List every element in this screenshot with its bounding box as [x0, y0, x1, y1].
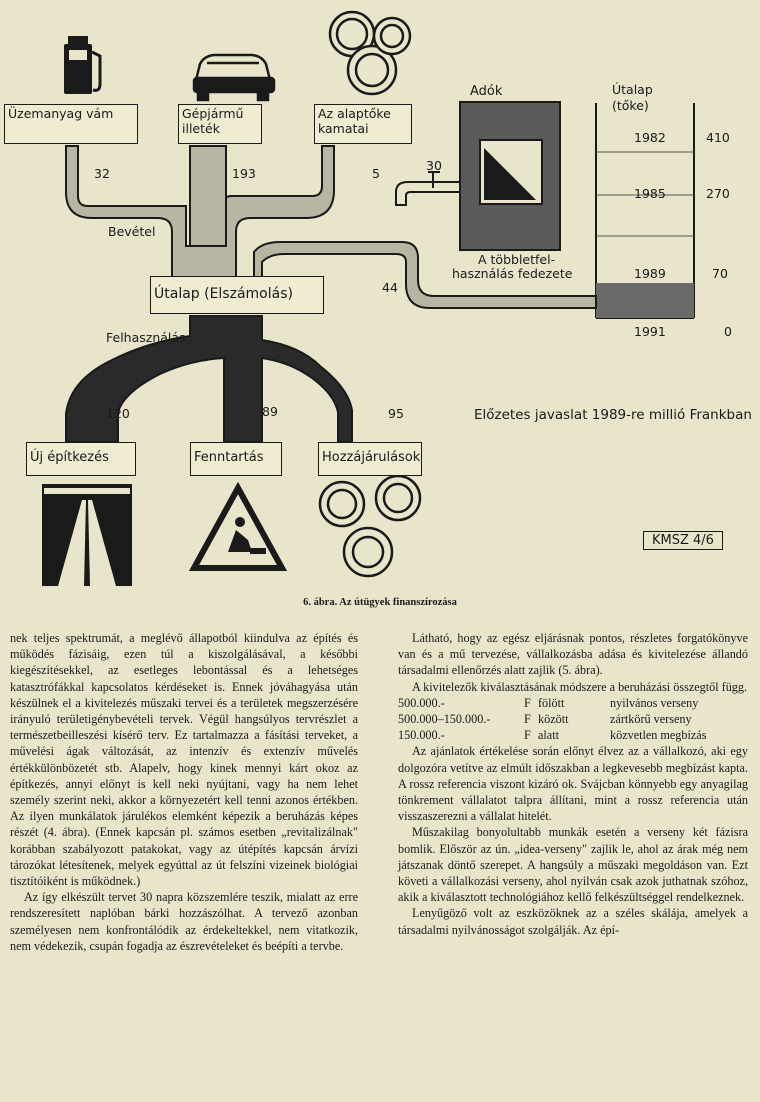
figure-caption: 6. ábra. Az útügyek finanszírozása — [303, 597, 457, 608]
revenue-pipes — [65, 145, 597, 309]
maintenance-label: Fenntartás — [194, 450, 264, 465]
tap-pipe — [395, 171, 461, 206]
tender-method: zártkörű verseny — [610, 712, 692, 727]
vehicle-tax-label: Gépjármű illeték — [182, 106, 244, 136]
fund-year-1985: 1985 — [634, 186, 666, 201]
new-construction-box: Új építkezés — [26, 442, 136, 476]
contributions-box: Hozzájárulások — [318, 442, 422, 476]
tender-amount: 500.000–150.000.- — [398, 712, 491, 727]
right-paragraph-5: Lenyűgöző volt az eszközöknek az a széle… — [398, 906, 748, 937]
taxes-box — [459, 101, 561, 251]
taxes-label: Adók — [470, 84, 503, 99]
diagram-graphics — [42, 10, 695, 586]
proposal-label: Előzetes javaslat 1989-re millió Frankba… — [474, 407, 752, 423]
maintenance-value: 89 — [262, 404, 278, 419]
left-column: nek teljes spektrumát, a meglévő állapot… — [10, 630, 358, 954]
vehicle-tax-box: Gépjármű illeték — [178, 104, 262, 144]
fund-value-1985: 270 — [706, 186, 730, 201]
right-paragraph-3: Az ajánlatok értékelése során előnyt élv… — [398, 744, 748, 824]
fund-year-1989: 1989 — [634, 266, 666, 281]
left-paragraph-1: nek teljes spektrumát, a meglévő állapot… — [10, 631, 358, 889]
motorway-sign-icon — [42, 484, 132, 586]
tender-unit: F — [524, 695, 531, 710]
tender-unit: F — [524, 728, 531, 743]
tender-table: 500.000.- F fölött nyilvános verseny 500… — [398, 695, 748, 744]
tender-row: 500.000–150.000.- F között zártkörű vers… — [398, 711, 748, 727]
usage-label: Felhasználás — [106, 330, 186, 345]
fund-value-1989: 70 — [712, 266, 728, 281]
car-icon — [192, 53, 276, 102]
revenue-label: Bevétel — [108, 224, 156, 239]
tender-unit: F — [524, 712, 531, 727]
surplus-label-2: használás fedezete — [452, 266, 573, 281]
fund-container — [595, 103, 695, 319]
coins-icon — [328, 10, 412, 96]
tender-relation: fölött — [538, 695, 565, 710]
road-fund-label: Útalap (Elszámolás) — [154, 286, 293, 302]
fuel-duty-label: Üzemanyag vám — [8, 106, 114, 121]
capital-interest-box: Az alaptőke kamatai — [314, 104, 412, 144]
tender-amount: 150.000.- — [398, 728, 445, 743]
fund-year-1991: 1991 — [634, 324, 666, 339]
coins-bottom-icon — [318, 474, 422, 578]
roadworks-sign-icon — [188, 481, 288, 571]
transfer-value: 44 — [382, 280, 398, 295]
road-finance-diagram: Üzemanyag vám Gépjármű illeték Az alaptő… — [4, 10, 752, 586]
fuel-pump-icon — [64, 36, 102, 94]
road-fund-box: Útalap (Elszámolás) — [150, 276, 324, 314]
tender-row: 500.000.- F fölött nyilvános verseny — [398, 695, 748, 711]
contributions-label: Hozzájárulások — [322, 450, 421, 465]
tender-amount: 500.000.- — [398, 695, 445, 710]
fund-year-1982: 1982 — [634, 130, 666, 145]
surplus-label-1: A többletfel- — [478, 252, 556, 267]
right-paragraph-2: A kivitelezők kiválasztásának módszere a… — [412, 679, 748, 694]
new-construction-value: 120 — [106, 406, 130, 421]
fuel-duty-box: Üzemanyag vám — [4, 104, 138, 144]
usage-pipes — [65, 315, 353, 443]
right-paragraph-1: Látható, hogy az egész eljárásnak pontos… — [398, 631, 748, 678]
fund-value-1991: 0 — [724, 324, 732, 339]
fuel-duty-value: 32 — [94, 166, 110, 181]
left-paragraph-2: Az így elkészült tervet 30 napra közszem… — [10, 890, 358, 953]
right-paragraph-4: Műszakilag bonyolultabb munkák esetén a … — [398, 825, 748, 905]
fund-title-1: Útalap — [612, 82, 653, 97]
fund-value-1982: 410 — [706, 130, 730, 145]
tender-relation: alatt — [538, 728, 559, 743]
contributions-value: 95 — [388, 406, 404, 421]
fund-title-2: (tőke) — [612, 98, 649, 113]
capital-interest-value: 5 — [372, 166, 380, 181]
tender-row: 150.000.- F alatt közvetlen megbízás — [398, 727, 748, 743]
right-column: Látható, hogy az egész eljárásnak pontos… — [398, 630, 748, 938]
tender-method: nyilvános verseny — [610, 695, 699, 710]
new-construction-label: Új építkezés — [30, 450, 109, 465]
tap-value: 30 — [426, 158, 442, 173]
tender-relation: között — [538, 712, 569, 727]
capital-interest-label: Az alaptőke kamatai — [318, 106, 391, 136]
vehicle-tax-value: 193 — [232, 166, 256, 181]
tender-method: közvetlen megbízás — [610, 728, 707, 743]
maintenance-box: Fenntartás — [190, 442, 282, 476]
kmsz-label: KMSZ 4/6 — [643, 531, 723, 550]
